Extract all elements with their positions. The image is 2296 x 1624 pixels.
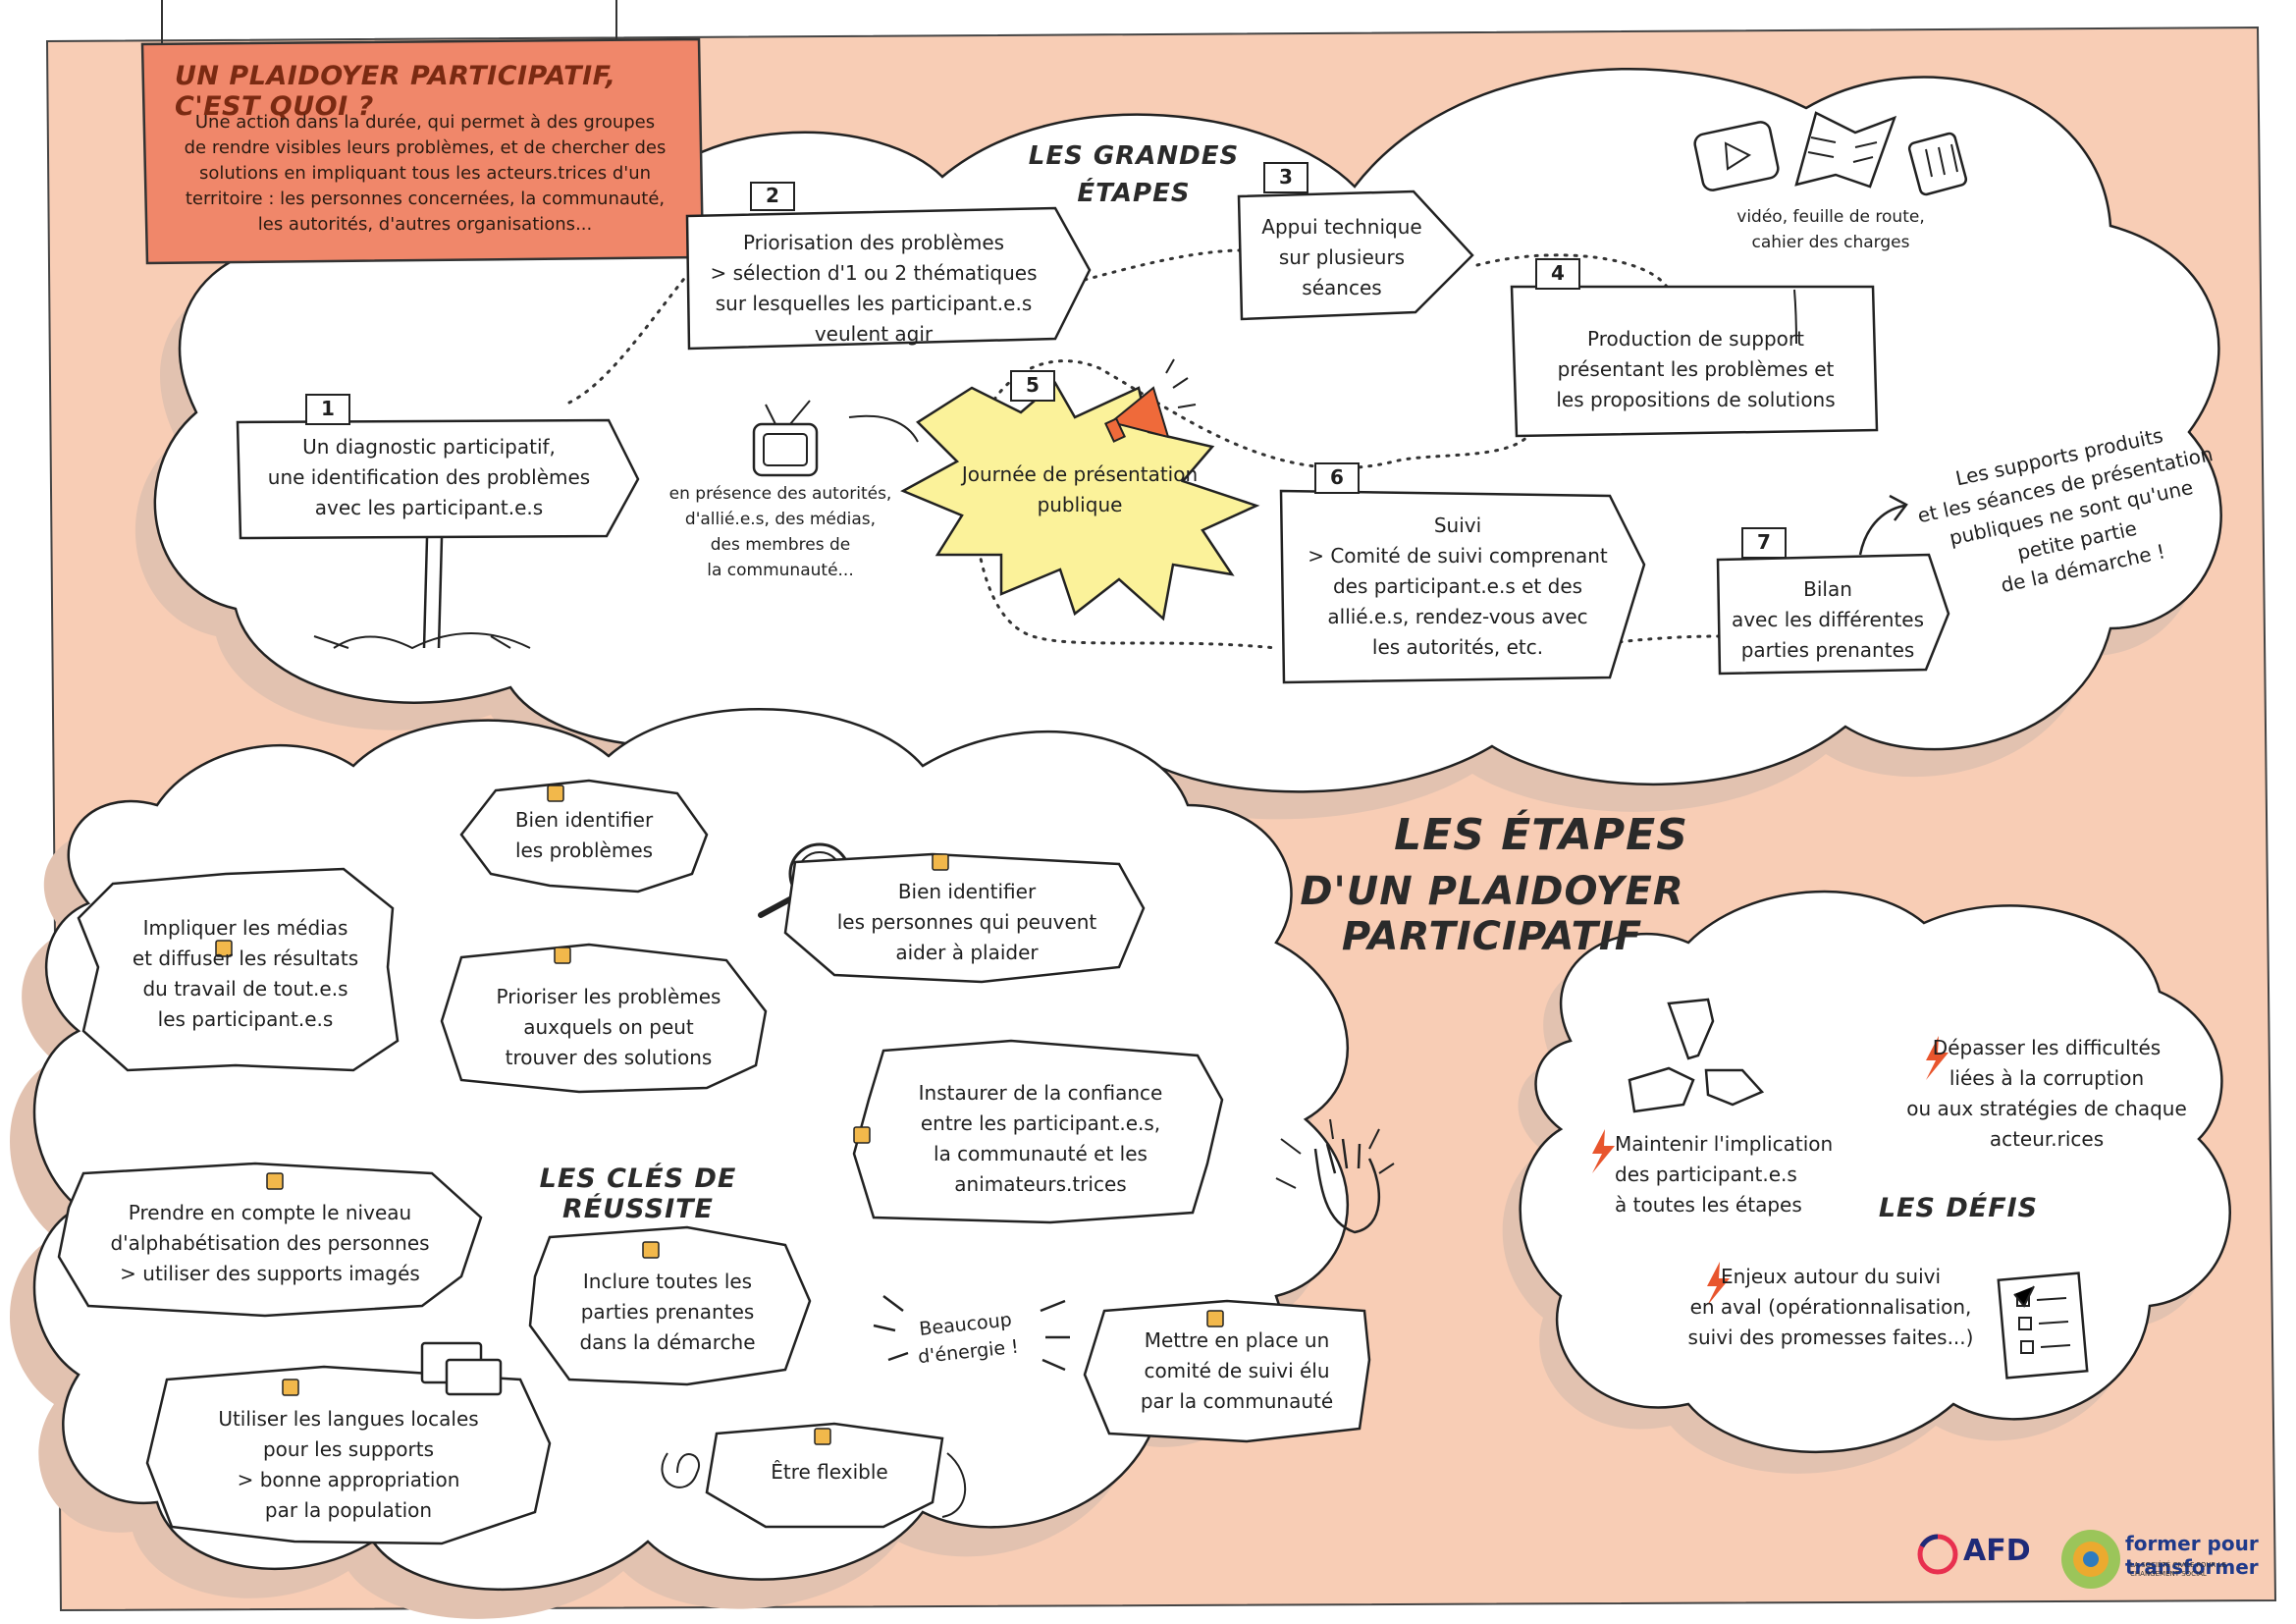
- speech-bubbles-icon: [420, 1341, 503, 1396]
- step-2-text: Priorisation des problèmes > sélection d…: [710, 231, 1038, 346]
- step-6-text: Suivi > Comité de suivi comprenant des p…: [1308, 514, 1608, 659]
- key-etre-flexible: Être flexible: [771, 1460, 888, 1484]
- thumb-icon: [932, 853, 949, 871]
- step-5-number: 5: [1026, 373, 1040, 397]
- afd-logo: [1917, 1534, 1958, 1575]
- thumb-icon: [282, 1379, 299, 1396]
- video-icon: [1693, 121, 1780, 191]
- ft-logo-text: former pour transformer: [2125, 1532, 2259, 1579]
- steps-path: [567, 248, 1720, 650]
- step-4-number: 4: [1551, 261, 1565, 285]
- step-7-text: Bilan avec les différentes parties prena…: [1731, 577, 1925, 662]
- step-1-number: 1: [321, 397, 335, 420]
- key-inclure-parties: Inclure toutes les parties prenantes dan…: [579, 1270, 756, 1354]
- checklist-icon: [1997, 1272, 2089, 1380]
- intro-body: Une action dans la durée, qui permet à d…: [184, 112, 667, 235]
- challenge-suivi-aval: Enjeux autour du suivi en aval (opératio…: [1687, 1265, 1974, 1349]
- key-comite-suivi: Mettre en place un comité de suivi élu p…: [1140, 1328, 1334, 1413]
- note-support-types: vidéo, feuille de route, cahier des char…: [1736, 207, 1925, 252]
- thumb-icon: [642, 1241, 660, 1259]
- raised-hands-icon: [1275, 1118, 1395, 1234]
- afd-logo-text: AFD: [1963, 1534, 2031, 1568]
- thumb-icon: [1206, 1310, 1224, 1327]
- step-5-burst: [900, 381, 1260, 622]
- heading-defis: LES DÉFIS: [1878, 1193, 2039, 1223]
- thumb-icon: [554, 947, 571, 964]
- main-title-line2: D'UN PLAIDOYER PARTICIPATIF: [1300, 869, 1684, 959]
- key-impliquer-medias: Impliquer les médias et diffuser les rés…: [132, 916, 359, 1031]
- thumb-icon: [215, 940, 233, 957]
- step-6-number: 6: [1330, 465, 1344, 489]
- thumb-icon: [547, 785, 564, 802]
- key-prioriser-problemes: Prioriser les problèmes auxquels on peut…: [496, 985, 721, 1069]
- key-instaurer-confiance: Instaurer de la confiance entre les part…: [918, 1081, 1163, 1196]
- hands-icon: [1628, 998, 1765, 1113]
- heading-grandes-etapes: LES GRANDES ÉTAPES: [1028, 141, 1240, 208]
- step-7-number: 7: [1757, 530, 1771, 554]
- key-alphabetisation: Prendre en compte le niveau d'alphabétis…: [110, 1201, 430, 1285]
- tv-icon: [752, 400, 919, 477]
- main-title-line1: LES ÉTAPES: [1394, 810, 1688, 860]
- step-3-number: 3: [1279, 165, 1293, 189]
- key-bien-identifier-personnes: Bien identifier les personnes qui peuven…: [836, 880, 1097, 964]
- thumb-icon: [814, 1428, 831, 1445]
- note-presence: en présence des autorités, d'allié.e.s, …: [668, 484, 892, 580]
- heading-cles-reussite: LES CLÉS DE RÉUSSITE: [539, 1164, 737, 1224]
- challenge-implication: Maintenir l'implication des participant.…: [1615, 1132, 1834, 1217]
- thumb-icon: [266, 1172, 284, 1190]
- thumb-icon: [853, 1126, 871, 1144]
- step-4-text: Production de support présentant les pro…: [1556, 327, 1836, 411]
- roadmap-icon: [1794, 111, 1897, 189]
- lightning-icon: [1592, 1129, 1615, 1173]
- megaphone-icon: [1108, 386, 1170, 439]
- lightning-icon: [1926, 1036, 1949, 1080]
- challenge-corruption: Dépasser les difficultés liées à la corr…: [1906, 1036, 2187, 1151]
- ft-logo-subtitle: LA SOCIÉTÉ CIVILE POUR LE CHANGEMENT SOC…: [2130, 1561, 2226, 1578]
- step-1-text: Un diagnostic participatif, une identifi…: [267, 435, 591, 519]
- step-2-number: 2: [766, 184, 779, 207]
- specifications-icon: [1907, 132, 1968, 196]
- key-bien-identifier-problemes: Bien identifier les problèmes: [514, 808, 654, 862]
- step-5-text: Journée de présentation publique: [961, 462, 1199, 516]
- key-langues-locales: Utiliser les langues locales pour les su…: [218, 1407, 479, 1522]
- step-3-text: Appui technique sur plusieurs séances: [1261, 215, 1422, 299]
- lightning-icon: [1707, 1262, 1730, 1306]
- intro-title: UN PLAIDOYER PARTICIPATIF, C'EST QUOI ?: [175, 61, 616, 122]
- former-pour-transformer-logo: [2061, 1530, 2120, 1589]
